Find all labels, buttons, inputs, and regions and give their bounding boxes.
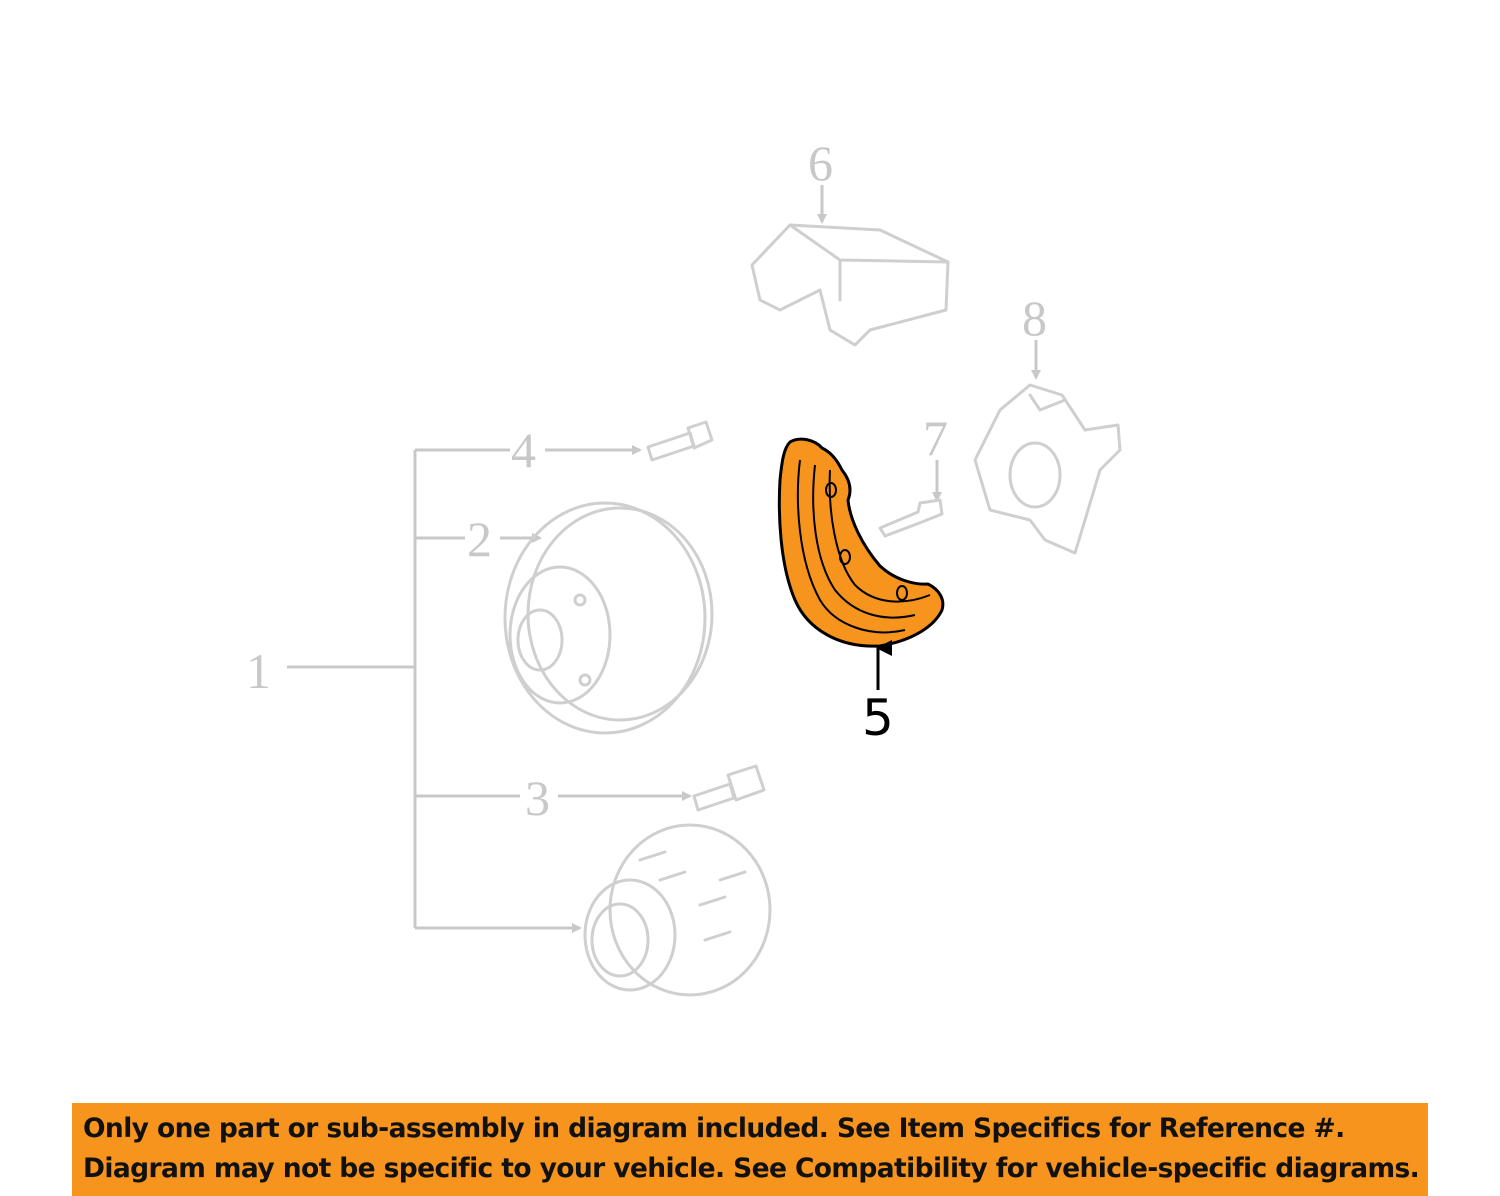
part-hub	[583, 823, 772, 997]
part-4-bolt	[646, 420, 714, 462]
part-6-caliper	[750, 223, 950, 347]
part-2-rotor	[503, 501, 714, 735]
callout-2: 2	[467, 511, 492, 567]
callout-7: 7	[923, 410, 948, 466]
callout-5: 5	[862, 689, 894, 747]
disclaimer-banner: Only one part or sub-assembly in diagram…	[72, 1103, 1428, 1196]
callout-6: 6	[808, 135, 833, 191]
disclaimer-line-2: Diagram may not be specific to your vehi…	[83, 1153, 1420, 1184]
callout-1: 1	[246, 643, 271, 699]
part-7-pin	[878, 498, 944, 538]
assembly-bracket	[287, 185, 1041, 933]
part-5-splash-shield[interactable]	[777, 437, 945, 648]
callout-8: 8	[1022, 290, 1047, 346]
callout-4: 4	[511, 422, 536, 478]
part-3-stud	[692, 764, 766, 812]
part-8-knuckle	[973, 383, 1122, 555]
parts-diagram: 1 2 3 4 6 7 8	[246, 135, 1122, 997]
callout-3: 3	[525, 770, 550, 826]
disclaimer-line-1: Only one part or sub-assembly in diagram…	[83, 1113, 1345, 1144]
